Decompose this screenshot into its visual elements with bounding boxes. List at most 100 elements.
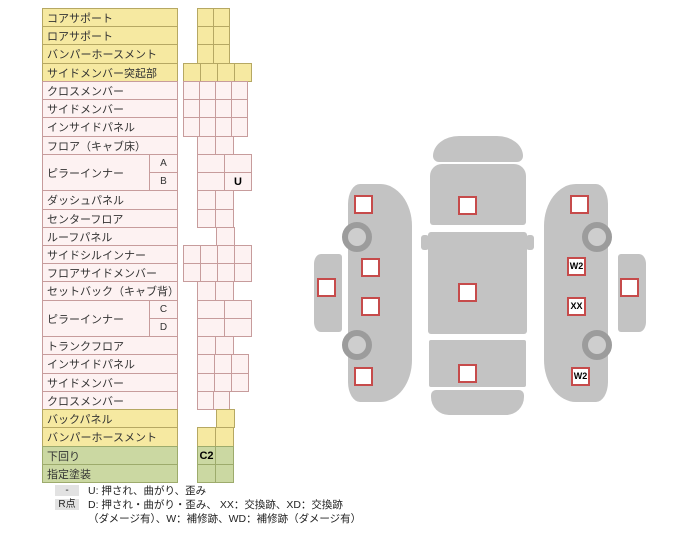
- value-cell[interactable]: [231, 373, 249, 392]
- value-cell[interactable]: [213, 26, 230, 45]
- value-cell[interactable]: [183, 245, 201, 264]
- value-cell[interactable]: [197, 427, 216, 447]
- damage-code-cell[interactable]: C2: [197, 446, 216, 465]
- value-cell[interactable]: [214, 354, 232, 374]
- car-top-mirror-left-icon: [421, 235, 429, 250]
- value-cell[interactable]: [197, 281, 216, 301]
- value-cell[interactable]: [234, 63, 252, 82]
- inspection-marker[interactable]: [354, 195, 373, 214]
- value-cell[interactable]: [197, 318, 225, 337]
- value-cell[interactable]: [200, 63, 218, 82]
- car-left-side-body: [348, 184, 412, 402]
- value-cell[interactable]: [215, 190, 234, 210]
- value-cell[interactable]: [234, 263, 252, 282]
- value-cell[interactable]: [224, 300, 252, 319]
- part-row-label: バンパーホースメント: [42, 427, 178, 447]
- value-cell[interactable]: [197, 336, 216, 355]
- value-cell-group: [183, 263, 252, 282]
- wheel-icon: [342, 222, 372, 252]
- value-cell[interactable]: [231, 99, 248, 118]
- value-cell[interactable]: [217, 63, 235, 82]
- value-cell[interactable]: [197, 391, 214, 410]
- value-cell[interactable]: [197, 190, 216, 210]
- value-cell[interactable]: [215, 136, 234, 155]
- value-cell[interactable]: [215, 81, 232, 100]
- value-cell[interactable]: [197, 354, 215, 374]
- value-cell[interactable]: [183, 117, 200, 137]
- value-cell[interactable]: [197, 373, 215, 392]
- value-cell[interactable]: [224, 154, 252, 173]
- value-cell[interactable]: [215, 281, 234, 301]
- inspection-marker[interactable]: [354, 367, 373, 386]
- part-row-label: トランクフロア: [42, 336, 178, 355]
- part-row-label: バックパネル: [42, 409, 178, 428]
- value-cell[interactable]: [197, 300, 225, 319]
- value-cell[interactable]: [199, 117, 216, 137]
- damage-code-cell[interactable]: U: [224, 172, 252, 191]
- value-cell[interactable]: [213, 44, 230, 64]
- value-cell[interactable]: [213, 391, 230, 410]
- damage-marker-w2[interactable]: W2: [567, 257, 586, 276]
- value-cell-group: [216, 409, 235, 428]
- inspection-marker[interactable]: [458, 196, 477, 215]
- value-cell[interactable]: [197, 209, 216, 228]
- value-cell[interactable]: [215, 446, 234, 465]
- car-top-rear-bumper: [431, 390, 524, 415]
- value-cell[interactable]: [183, 263, 201, 282]
- legend-desc-u: U: 押され、曲がり、歪み: [88, 485, 207, 497]
- value-cell[interactable]: [217, 245, 235, 264]
- value-cell[interactable]: [215, 464, 234, 483]
- value-cell-group: [183, 81, 248, 100]
- value-cell[interactable]: [183, 63, 201, 82]
- inspection-marker[interactable]: [361, 297, 380, 316]
- value-cell-group: [183, 63, 252, 82]
- value-cell-group: [197, 373, 249, 392]
- value-cell[interactable]: [215, 336, 234, 355]
- part-row-label: ダッシュパネル: [42, 190, 178, 210]
- inspection-marker[interactable]: [570, 195, 589, 214]
- value-cell[interactable]: [215, 427, 234, 447]
- part-row-label: ルーフパネル: [42, 227, 178, 246]
- inspection-marker[interactable]: [361, 258, 380, 277]
- value-cell[interactable]: [200, 263, 218, 282]
- part-row-label: サイドシルインナー: [42, 245, 178, 264]
- value-cell[interactable]: [183, 81, 200, 100]
- value-cell[interactable]: [197, 172, 225, 191]
- value-cell[interactable]: [231, 81, 248, 100]
- value-cell[interactable]: [217, 263, 235, 282]
- value-cell[interactable]: [197, 8, 214, 27]
- value-cell[interactable]: [200, 245, 218, 264]
- inspection-marker[interactable]: [458, 364, 477, 383]
- value-cell[interactable]: [197, 44, 214, 64]
- value-cell[interactable]: [199, 81, 216, 100]
- value-cell[interactable]: [213, 8, 230, 27]
- value-cell[interactable]: [215, 209, 234, 228]
- value-cell[interactable]: [216, 227, 235, 246]
- value-cell[interactable]: [199, 99, 216, 118]
- inspection-marker[interactable]: [458, 283, 477, 302]
- value-cell[interactable]: [183, 99, 200, 118]
- value-cell-group: C2: [197, 446, 234, 465]
- inspection-marker[interactable]: [620, 278, 639, 297]
- value-cell[interactable]: [197, 464, 216, 483]
- value-cell[interactable]: [215, 99, 232, 118]
- damage-marker-w2[interactable]: W2: [571, 367, 590, 386]
- value-cell[interactable]: [234, 245, 252, 264]
- value-cell-group: [197, 190, 234, 210]
- value-cell[interactable]: [224, 318, 252, 337]
- value-cell[interactable]: [214, 373, 232, 392]
- value-cell[interactable]: [231, 117, 248, 137]
- part-row-label: コアサポート: [42, 8, 178, 27]
- value-cell[interactable]: [197, 26, 214, 45]
- value-cell[interactable]: [215, 117, 232, 137]
- value-cell[interactable]: [216, 409, 235, 428]
- wheel-icon: [582, 330, 612, 360]
- value-cell[interactable]: [197, 136, 216, 155]
- value-cell-group: [183, 117, 248, 137]
- value-cell[interactable]: [197, 154, 225, 173]
- part-row-label: フロア（キャブ床）: [42, 136, 178, 155]
- value-cell[interactable]: [231, 354, 249, 374]
- value-cell-group: [183, 99, 248, 118]
- damage-marker-xx[interactable]: XX: [567, 297, 586, 316]
- inspection-marker[interactable]: [317, 278, 336, 297]
